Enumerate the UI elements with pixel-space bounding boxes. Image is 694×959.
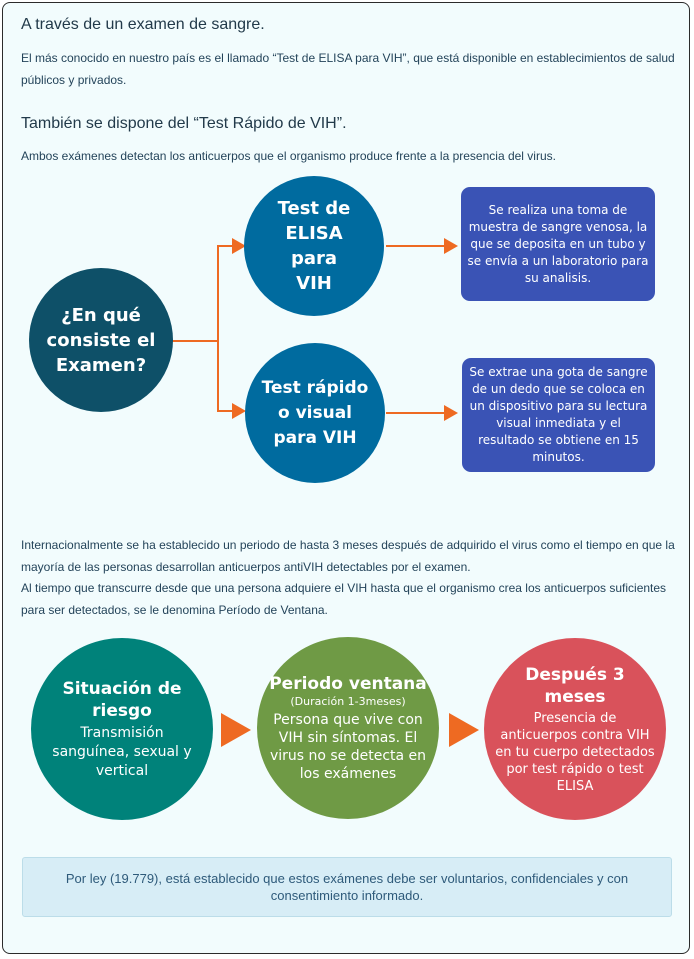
risk-title: Situación de riesgo [62,678,182,721]
law-note-text: Por ley (19.779), está establecido que e… [65,871,629,903]
window-period-definition-text: Al tiempo que transcurre desde que una p… [21,581,667,617]
window-text: Persona que vive con VIH sin síntomas. E… [269,711,427,782]
elisa-description-box: Se realiza una toma de muestra de sangre… [461,187,655,301]
window-title: Periodo ventana [269,673,427,694]
window-duration: (Duración 1-3meses) [290,694,406,708]
arrowhead-elisa [232,238,246,254]
window-period-circle: Periodo ventana (Duración 1-3meses) Pers… [257,637,439,819]
section-heading-rapid-test: También se dispone del “Test Rápido de V… [21,115,347,132]
exam-question-circle: ¿En qué consiste el Examen? [29,268,173,412]
elisa-intro-text: El más conocido en nuestro país es el ll… [21,51,675,87]
after-three-months-circle: Después 3 meses Presencia de anticuerpos… [484,638,666,820]
connector-to-rapid [217,341,236,412]
arrowhead-rapid [232,403,246,419]
elisa-test-circle: Test de ELISA para VIH [244,176,384,316]
arrow-to-window-icon [221,713,251,747]
arrowhead-rapid-desc [444,405,458,421]
after-text: Presencia de anticuerpos contra VIH en t… [495,710,655,794]
antibody-intro-text: Ambos exámenes detectan los anticuerpos … [21,149,556,163]
arrow-to-after-icon [449,713,479,747]
arrowhead-elisa-desc [444,238,458,254]
after-title: Después 3 meses [525,664,625,707]
rapid-test-circle: Test rápido o visual para VIH [245,343,385,483]
window-period-intro-text: Internacionalmente se ha establecido un … [21,538,675,574]
risk-text: Transmisión sanguínea, sexual y vertical [52,724,192,779]
connector-to-elisa [170,245,236,342]
rapid-description-box: Se extrae una gota de sangre de un dedo … [462,358,655,472]
risk-situation-circle: Situación de riesgo Transmisión sanguíne… [31,638,213,820]
law-note-box: Por ley (19.779), está establecido que e… [22,857,672,917]
section-heading-blood-test: A través de un examen de sangre. [21,16,265,33]
